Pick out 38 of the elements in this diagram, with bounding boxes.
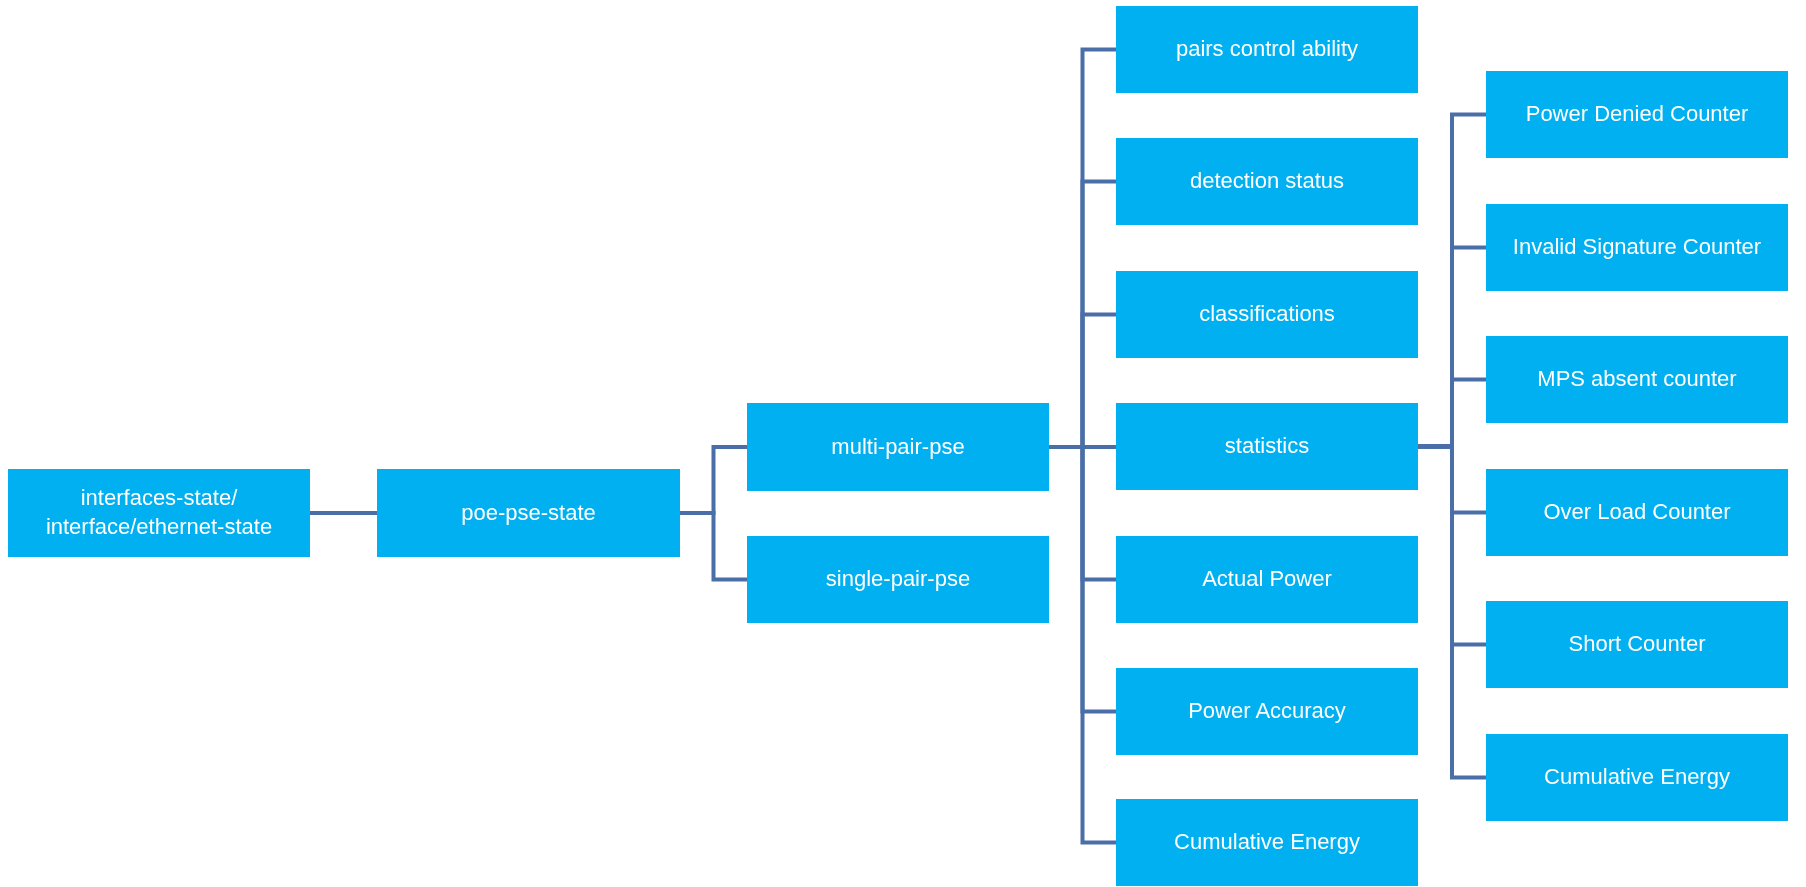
tree-node-box <box>1116 403 1418 490</box>
tree-node-box <box>1486 601 1788 688</box>
node-label: pairs control ability <box>1175 35 1359 64</box>
tree-node-box <box>1486 734 1788 821</box>
node-label: Power Accuracy <box>1188 697 1346 726</box>
tree-node-box <box>747 403 1049 491</box>
connector-line <box>1418 444 1486 780</box>
node-label: Invalid Signature Counter <box>1512 233 1762 262</box>
tree-node-box <box>1116 6 1418 93</box>
tree-node-box <box>1116 799 1418 886</box>
node-label: single-pair-pse <box>825 565 971 594</box>
node-label: classifications <box>1199 300 1335 329</box>
tree-node-box <box>1486 71 1788 158</box>
tree-node-box <box>377 469 680 557</box>
node-label: detection status <box>1189 167 1345 196</box>
tree-node-box <box>1116 271 1418 358</box>
node-label: Power Denied Counter <box>1525 100 1749 129</box>
node-label: multi-pair-pse <box>831 432 965 461</box>
tree-node-box <box>1486 204 1788 291</box>
connector-line <box>310 511 377 515</box>
connector-line <box>1049 445 1116 845</box>
node-label: Over Load Counter <box>1543 498 1731 527</box>
connector-line <box>680 511 747 582</box>
tree-node-box <box>747 536 1049 623</box>
node-label: statistics <box>1224 432 1310 461</box>
node-label: Actual Power <box>1202 565 1332 594</box>
tree-node-box <box>1116 536 1418 623</box>
tree-node-box <box>1116 138 1418 225</box>
node-label: Cumulative Energy <box>1544 763 1730 792</box>
node-label: Short Counter <box>1568 630 1706 659</box>
node-label: interfaces-state/ interface/ethernet-state <box>44 484 274 541</box>
tree-node-box <box>8 469 310 557</box>
node-label: MPS absent counter <box>1537 365 1737 394</box>
node-label: poe-pse-state <box>461 498 596 527</box>
tree-node-box <box>1486 469 1788 556</box>
tree-node-box <box>1116 668 1418 755</box>
node-label: Cumulative Energy <box>1174 828 1360 857</box>
tree-node-box <box>1486 336 1788 423</box>
